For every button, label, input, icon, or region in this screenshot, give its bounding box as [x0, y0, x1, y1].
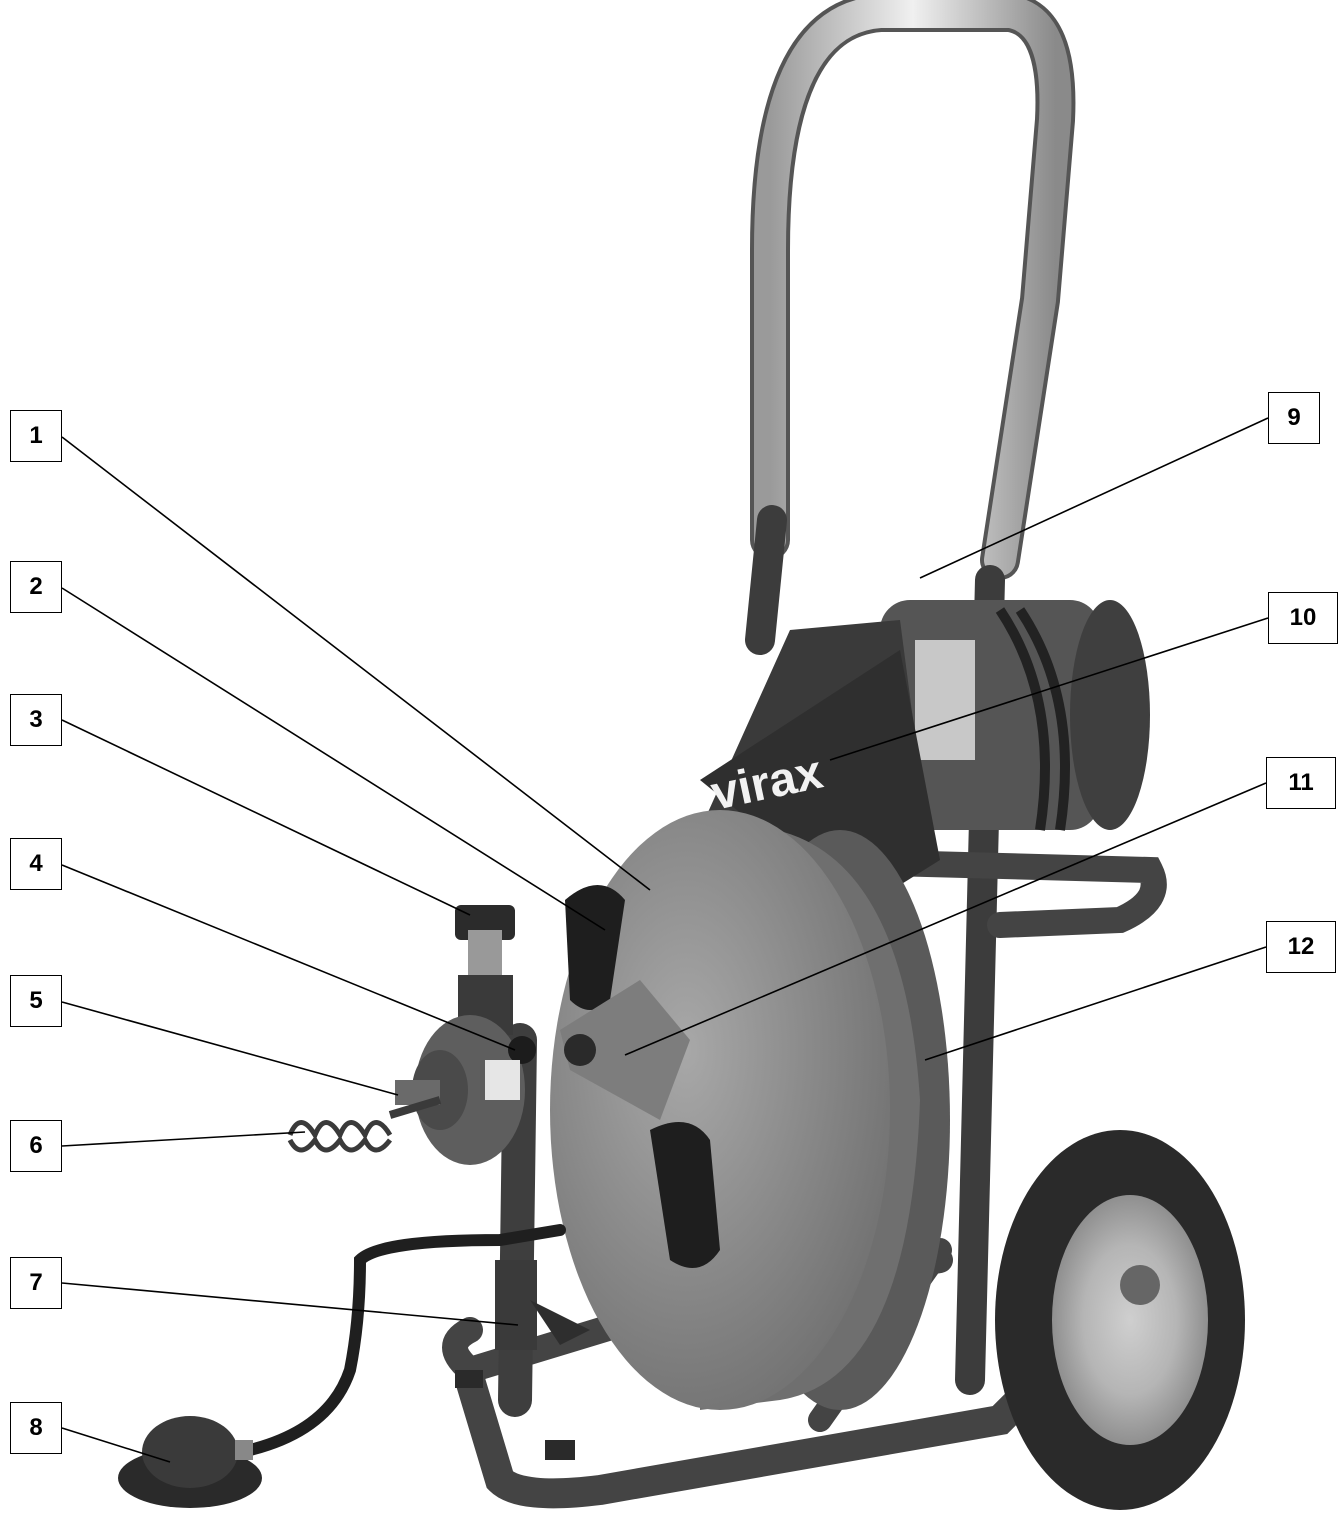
leader-line-6 — [61, 1131, 306, 1147]
leader-line-8 — [61, 1427, 171, 1463]
leader-line-7 — [61, 1282, 519, 1326]
leader-line-4 — [61, 864, 516, 1051]
auger-tool — [287, 1096, 442, 1153]
callout-4: 4 — [10, 838, 62, 890]
leader-line-3 — [61, 719, 471, 916]
motor — [880, 600, 1150, 831]
callout-2: 2 — [10, 561, 62, 613]
drum — [550, 810, 950, 1410]
callout-9: 9 — [1268, 392, 1320, 444]
callout-10: 10 — [1268, 592, 1338, 644]
callout-5: 5 — [10, 975, 62, 1027]
feed-guide-unit — [395, 905, 536, 1165]
callout-3: 3 — [10, 694, 62, 746]
leader-line-1 — [61, 436, 651, 891]
callout-1: 1 — [10, 410, 62, 462]
leader-line-5 — [61, 1001, 399, 1096]
leader-line-12 — [924, 946, 1267, 1061]
callout-11: 11 — [1266, 757, 1336, 809]
callout-8: 8 — [10, 1402, 62, 1454]
leader-line-11 — [624, 782, 1267, 1056]
foot-pedal — [118, 1224, 566, 1508]
callout-12: 12 — [1266, 921, 1336, 973]
leader-lines — [61, 417, 1269, 1463]
handle-bar — [750, 0, 1076, 580]
callout-7: 7 — [10, 1257, 62, 1309]
wheel — [995, 1130, 1245, 1510]
leader-line-10 — [829, 617, 1269, 761]
leader-line-2 — [61, 587, 606, 931]
callout-6: 6 — [10, 1120, 62, 1172]
leader-line-9 — [919, 417, 1269, 579]
